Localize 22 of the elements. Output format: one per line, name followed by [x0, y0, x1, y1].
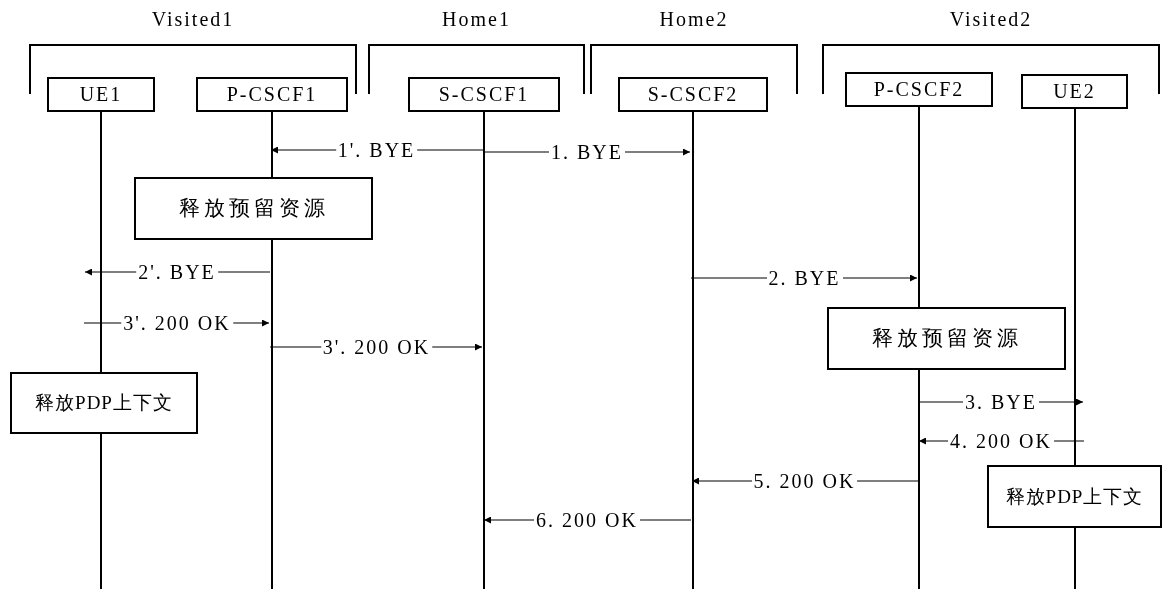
- domain-title: Visited2: [948, 8, 1034, 31]
- edge-label: 1. BYE: [549, 142, 625, 162]
- participant-box: S-CSCF2: [618, 77, 768, 112]
- participant-box: UE1: [47, 77, 155, 112]
- note-box: 释放PDP上下文: [10, 372, 198, 434]
- domain-title: Home1: [441, 8, 512, 31]
- participant-box: UE2: [1021, 74, 1128, 109]
- participant-box: S-CSCF1: [408, 77, 560, 112]
- domain-title: Visited1: [150, 8, 236, 31]
- edge-label: 6. 200 OK: [534, 510, 640, 530]
- participant-box: P-CSCF1: [196, 77, 348, 112]
- edge-label: 3. BYE: [963, 392, 1039, 412]
- edge-label: 4. 200 OK: [948, 431, 1054, 451]
- edge-label: 5. 200 OK: [751, 471, 858, 491]
- process-box: 释放预留资源: [134, 177, 373, 240]
- domain-title: Home2: [658, 8, 730, 31]
- participant-box: P-CSCF2: [845, 72, 993, 107]
- edge-label: 3'. 200 OK: [121, 313, 233, 333]
- edge-label: 3'. 200 OK: [320, 337, 433, 357]
- edge-label: 2. BYE: [766, 268, 843, 288]
- edge-label: 2'. BYE: [136, 262, 218, 282]
- edge-label: 1'. BYE: [335, 140, 418, 160]
